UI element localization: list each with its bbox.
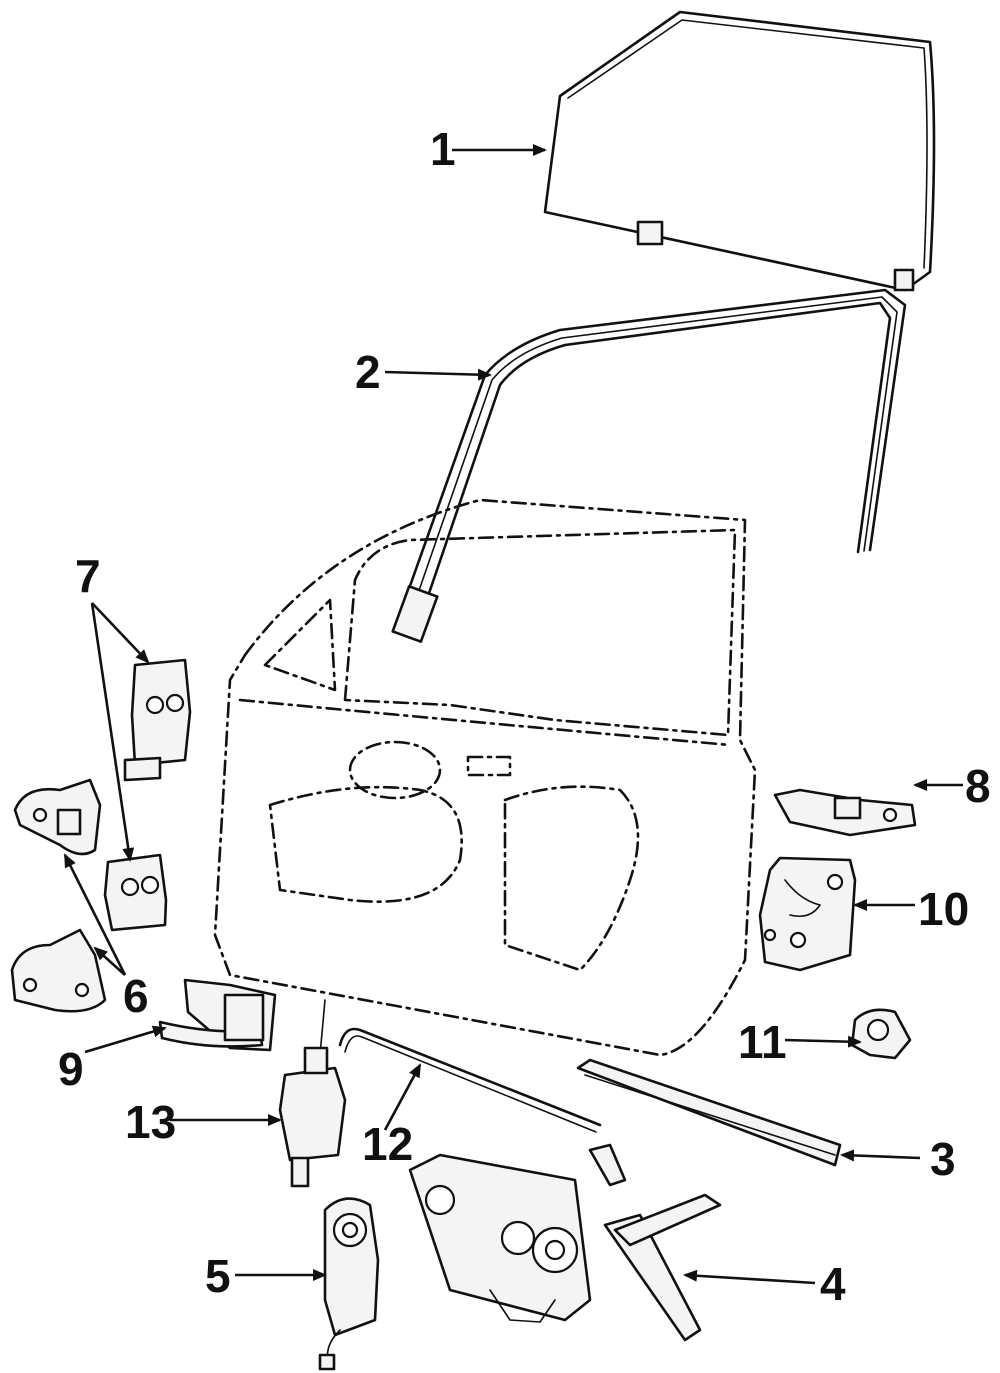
lock-actuator [278, 999, 347, 1188]
door-hinge-upper [123, 658, 192, 782]
callout-6: 6 [123, 970, 149, 1022]
callout-9: 9 [58, 1043, 84, 1095]
callout-3: 3 [930, 1133, 956, 1185]
callout-5: 5 [205, 1250, 231, 1302]
callout-8: 8 [965, 760, 991, 812]
door-glass [543, 10, 936, 292]
callout-10: 10 [918, 883, 969, 935]
lower-run-channel [576, 1058, 842, 1167]
callout-11: 11 [738, 1016, 787, 1068]
inside-handle [773, 788, 917, 837]
door-check-lower [10, 928, 107, 1013]
outside-handle [158, 978, 277, 1052]
door-check-upper [13, 778, 102, 856]
door-hinge-lower [103, 853, 168, 932]
callout-7: 7 [75, 550, 101, 602]
callout-13: 13 [125, 1096, 176, 1148]
leader-lines [63, 144, 963, 1285]
lock-rod [338, 1027, 602, 1133]
glass-run-channel [391, 288, 907, 643]
door-latch [758, 856, 857, 972]
callout-1: 1 [430, 123, 456, 175]
door-shell [213, 498, 757, 1057]
lock-cylinder [850, 1008, 912, 1060]
callout-2: 2 [355, 346, 381, 398]
callout-12: 12 [362, 1118, 413, 1170]
window-regulator [408, 1143, 722, 1342]
callout-4: 4 [820, 1258, 846, 1310]
window-motor [318, 1197, 380, 1371]
